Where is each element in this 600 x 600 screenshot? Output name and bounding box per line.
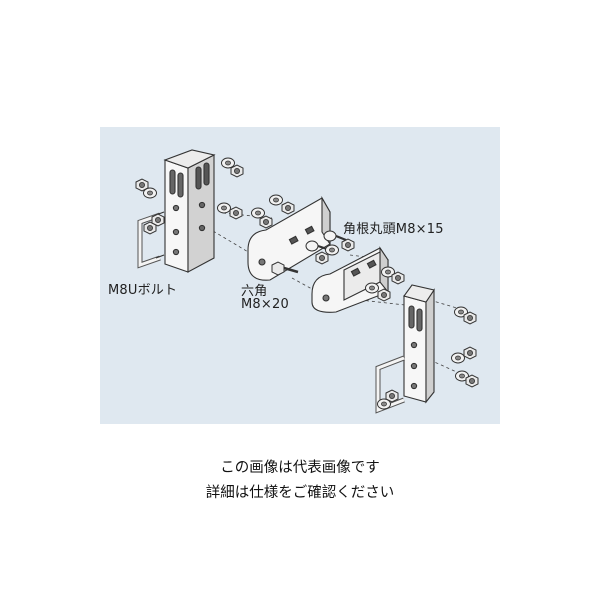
connecting-plate-1 xyxy=(247,195,331,281)
right-angle-bracket xyxy=(403,284,435,404)
left-u-bolt xyxy=(137,211,165,269)
u-bolt-label: M8Uボルト xyxy=(108,283,178,298)
hex-bolt xyxy=(271,261,299,276)
caption-check-specifications: 詳細は仕様をご確認ください xyxy=(205,485,395,501)
left-hardware xyxy=(135,157,295,235)
right-u-bolt xyxy=(375,355,405,414)
hex-bolt-label-line2: M8×20 xyxy=(241,297,289,312)
connecting-plate-2 xyxy=(311,246,389,313)
left-angle-bracket xyxy=(163,149,216,273)
caption-representative-image: この画像は代表画像です xyxy=(220,460,380,476)
round-head-bolt-label: 角根丸頭M8×15 xyxy=(343,222,444,237)
round-head-bolts xyxy=(305,230,355,265)
hex-bolt-label-line1: 六角 xyxy=(241,284,268,299)
